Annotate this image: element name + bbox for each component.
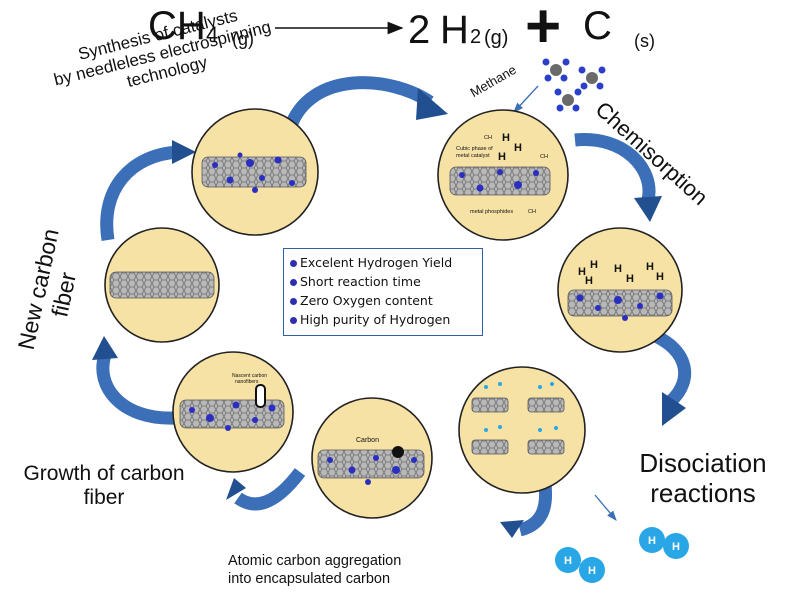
eq-product2-state: (s) (634, 31, 655, 51)
dissociation-ticks (484, 382, 558, 432)
nascent-fiber-capsule (255, 384, 266, 408)
svg-text:H: H (648, 535, 656, 547)
arrowhead-left-low (92, 336, 118, 360)
bullet-icon (290, 260, 297, 267)
eq-product1-state: (g) (484, 27, 509, 49)
growth-line-2: fiber (83, 486, 125, 509)
arrowhead-right (662, 392, 686, 426)
benefits-box: Excelent Hydrogen Yield Short reaction t… (283, 248, 483, 336)
eq-product1-sub: 2 (470, 26, 482, 48)
ch4-small-label-2: CH (540, 154, 548, 160)
svg-text:H: H (578, 266, 586, 278)
disociation-line-1: Disociation (639, 448, 767, 478)
methane-arrow (513, 85, 539, 113)
cycle-arrow-left-low (96, 352, 176, 425)
cubic-phase-label-1: Cubic phase of (456, 146, 493, 152)
svg-text:H: H (514, 142, 522, 154)
benefit-text: Short reaction time (300, 274, 421, 289)
nascent-label-2: nanofibers (235, 379, 259, 385)
fiber-aggregation (317, 449, 425, 479)
bullet-icon (290, 298, 297, 305)
aggregation-line-2: into encapsulated carbon (228, 571, 391, 587)
catalyst-particles (189, 152, 664, 485)
benefit-item: Zero Oxygen content (290, 291, 476, 310)
svg-text:H: H (585, 275, 593, 287)
aggregation-line-1: Atomic carbon aggregation (228, 553, 402, 569)
svg-text:H: H (672, 541, 680, 553)
disociation-label: Disociation reactions (628, 448, 778, 508)
fiber-new (109, 271, 215, 299)
circle-dissociation (458, 366, 586, 494)
fiber-dissociation-3 (471, 439, 509, 455)
benefit-text: Excelent Hydrogen Yield (300, 255, 453, 270)
svg-text:H: H (588, 565, 596, 577)
bullet-icon (290, 317, 297, 324)
growth-line-1: Growth of carbon (23, 462, 185, 485)
fiber-dissociation-4 (527, 439, 565, 455)
cycle-arrow-left-high (100, 145, 179, 242)
disociation-line-2: reactions (650, 478, 756, 508)
fiber-growth (179, 399, 285, 429)
aggregation-label: Atomic carbon aggregation into encapsula… (228, 552, 401, 588)
svg-text:H: H (626, 273, 634, 285)
h2-arrow (594, 494, 617, 521)
fiber-dissociation-2 (527, 397, 565, 413)
svg-text:H: H (502, 132, 510, 144)
bullet-icon (290, 279, 297, 286)
arrowhead-bottom-right (500, 520, 524, 538)
arrowhead-chemisorption (634, 196, 662, 222)
h2-molecules: H H H H (555, 527, 689, 583)
svg-text:H: H (590, 259, 598, 271)
cycle-arrow-top (283, 76, 434, 131)
methane-molecules (542, 58, 606, 112)
benefit-item: High purity of Hydrogen (290, 310, 476, 329)
ch4-small-label-1: CH (484, 135, 492, 141)
cycle-arrow-chemisorption (574, 133, 656, 202)
eq-product2: C (583, 4, 612, 48)
benefit-text: Zero Oxygen content (300, 293, 433, 308)
cubic-phase-label-2: metal catalyst (456, 153, 490, 159)
eq-product1: H (440, 8, 469, 52)
eq-reactant: CH (148, 4, 206, 48)
svg-text:H: H (656, 271, 664, 283)
growth-label: Growth of carbon fiber (4, 462, 204, 510)
arrowhead-left-high (172, 140, 196, 164)
carbon-small-label: Carbon (356, 437, 379, 444)
eq-plus: + (525, 0, 562, 61)
eq-reactant-sub: 4 (206, 22, 219, 47)
benefit-text: High purity of Hydrogen (300, 312, 451, 327)
svg-text:H: H (564, 555, 572, 567)
svg-text:H: H (646, 261, 654, 273)
arrowhead-top (416, 88, 448, 120)
ch4-small-label-3: CH (528, 209, 536, 215)
nascent-label-1: Nascent carbon (232, 373, 268, 379)
eq-coef: 2 (408, 8, 431, 52)
fiber-dissociation-1 (471, 397, 509, 413)
arrowhead-bottom-left (226, 478, 246, 500)
eq-reactant-state: (g) (232, 29, 254, 49)
fiber-methane (449, 166, 551, 196)
benefit-item: Excelent Hydrogen Yield (290, 253, 476, 272)
cycle-arrow-heads (92, 88, 686, 538)
metal-phosphides-label: metal phosphides (470, 209, 514, 215)
svg-text:H: H (498, 151, 506, 163)
benefit-item: Short reaction time (290, 272, 476, 291)
cycle-arrow-bottom-left (234, 468, 306, 511)
carbon-atom (392, 446, 404, 458)
svg-text:H: H (614, 263, 622, 275)
